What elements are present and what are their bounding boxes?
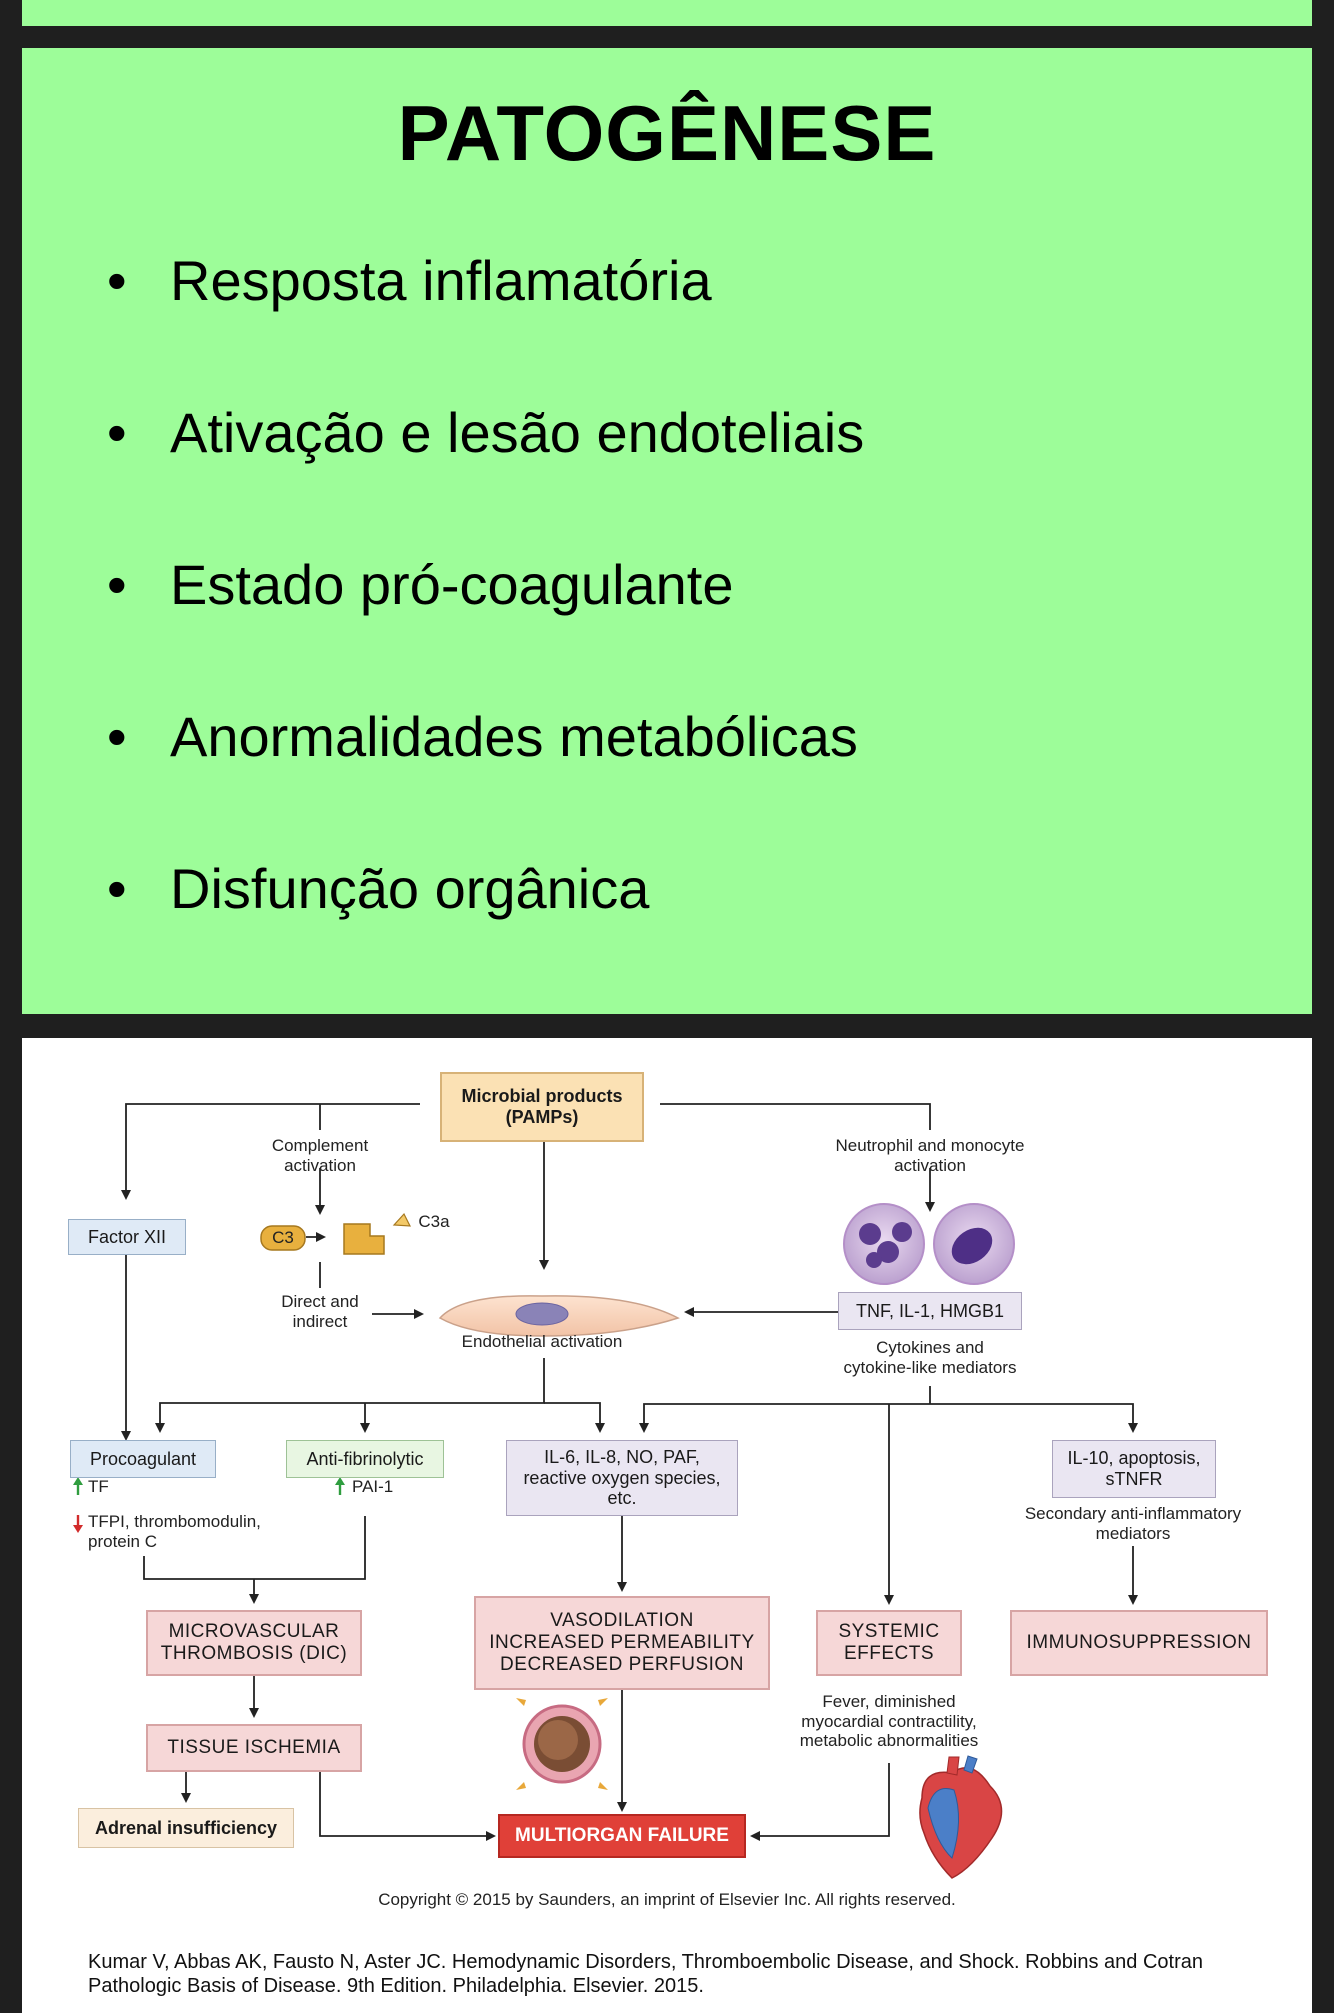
reference-citation: Kumar V, Abbas AK, Fausto N, Aster JC. H…: [88, 1951, 1203, 1998]
anti-fibrinolytic-box: Anti-fibrinolytic: [286, 1440, 444, 1478]
sepsis-pathogenesis-diagram: Microbial products (PAMPs) Complement ac…: [22, 1038, 1312, 2013]
up-arrow-icon: [73, 1477, 83, 1495]
bullet-dot: •: [107, 249, 127, 312]
down-arrow-icon: [73, 1515, 83, 1533]
vasodilation-box: VASODILATION INCREASED PERMEABILITY DECR…: [474, 1596, 770, 1690]
direct-indirect-label: Direct and indirect: [281, 1292, 359, 1332]
tf-label: TF: [88, 1477, 109, 1496]
bullet-dot: •: [107, 857, 127, 920]
systemic-effects-box: SYSTEMIC EFFECTS: [816, 1610, 962, 1676]
tnf-il1-hmgb1-box: TNF, IL-1, HMGB1: [838, 1292, 1022, 1330]
monocyte-icon: [933, 1203, 1015, 1285]
complement-activation-label: Complement activation: [271, 1136, 369, 1176]
tfpi-label: TFPI, thrombomodulin, protein C: [88, 1512, 261, 1551]
vessel-cross-section-icon: [516, 1698, 608, 1790]
fever-effects-label: Fever, diminished myocardial contractili…: [799, 1692, 979, 1751]
c3a-label: C3a: [418, 1212, 450, 1231]
neutrophil-icon: [843, 1203, 925, 1285]
procoagulant-box: Procoagulant: [70, 1440, 216, 1478]
tissue-ischemia-box: TISSUE ISCHEMIA: [146, 1724, 362, 1772]
slide-title: PATOGÊNESE: [397, 89, 937, 177]
diagram-connectors: [73, 1103, 1138, 1879]
heart-icon: [919, 1755, 1003, 1879]
endothelial-cell-icon: [438, 1295, 680, 1337]
c3-cleavage-icon: [260, 1212, 412, 1255]
c3-label: C3: [272, 1228, 294, 1247]
factor-xii-box: Factor XII: [68, 1219, 186, 1255]
copyright-notice: Copyright © 2015 by Saunders, an imprint…: [378, 1890, 956, 1909]
bullet-dot: •: [107, 401, 127, 464]
microvascular-thrombosis-box: MICROVASCULAR THROMBOSIS (DIC): [146, 1610, 362, 1676]
il10-apoptosis-box: IL-10, apoptosis, sTNFR: [1052, 1440, 1216, 1498]
cytokines-label: Cytokines and cytokine-like mediators: [843, 1338, 1017, 1378]
neutrophil-activation-label: Neutrophil and monocyte activation: [835, 1136, 1025, 1176]
microbial-products-box: Microbial products (PAMPs): [440, 1072, 644, 1142]
bullet-dot: •: [107, 705, 127, 768]
secondary-mediators-label: Secondary anti-inflammatory mediators: [1024, 1504, 1242, 1543]
pai1-label: PAI-1: [352, 1477, 394, 1496]
up-arrow-icon: [335, 1477, 345, 1495]
adrenal-insufficiency-box: Adrenal insufficiency: [78, 1808, 294, 1848]
il6-il8-mediators-box: IL-6, IL-8, NO, PAF, reactive oxygen spe…: [506, 1440, 738, 1516]
previous-slide-edge: [22, 0, 1312, 26]
endothelial-activation-label: Endothelial activation: [461, 1332, 623, 1351]
multiorgan-failure-box: MULTIORGAN FAILURE: [498, 1814, 746, 1858]
immunosuppression-box: IMMUNOSUPPRESSION: [1010, 1610, 1268, 1676]
slide-patogenese: PATOGÊNESE •Resposta inflamatória •Ativa…: [22, 48, 1312, 1014]
bullet-dot: •: [107, 553, 127, 616]
